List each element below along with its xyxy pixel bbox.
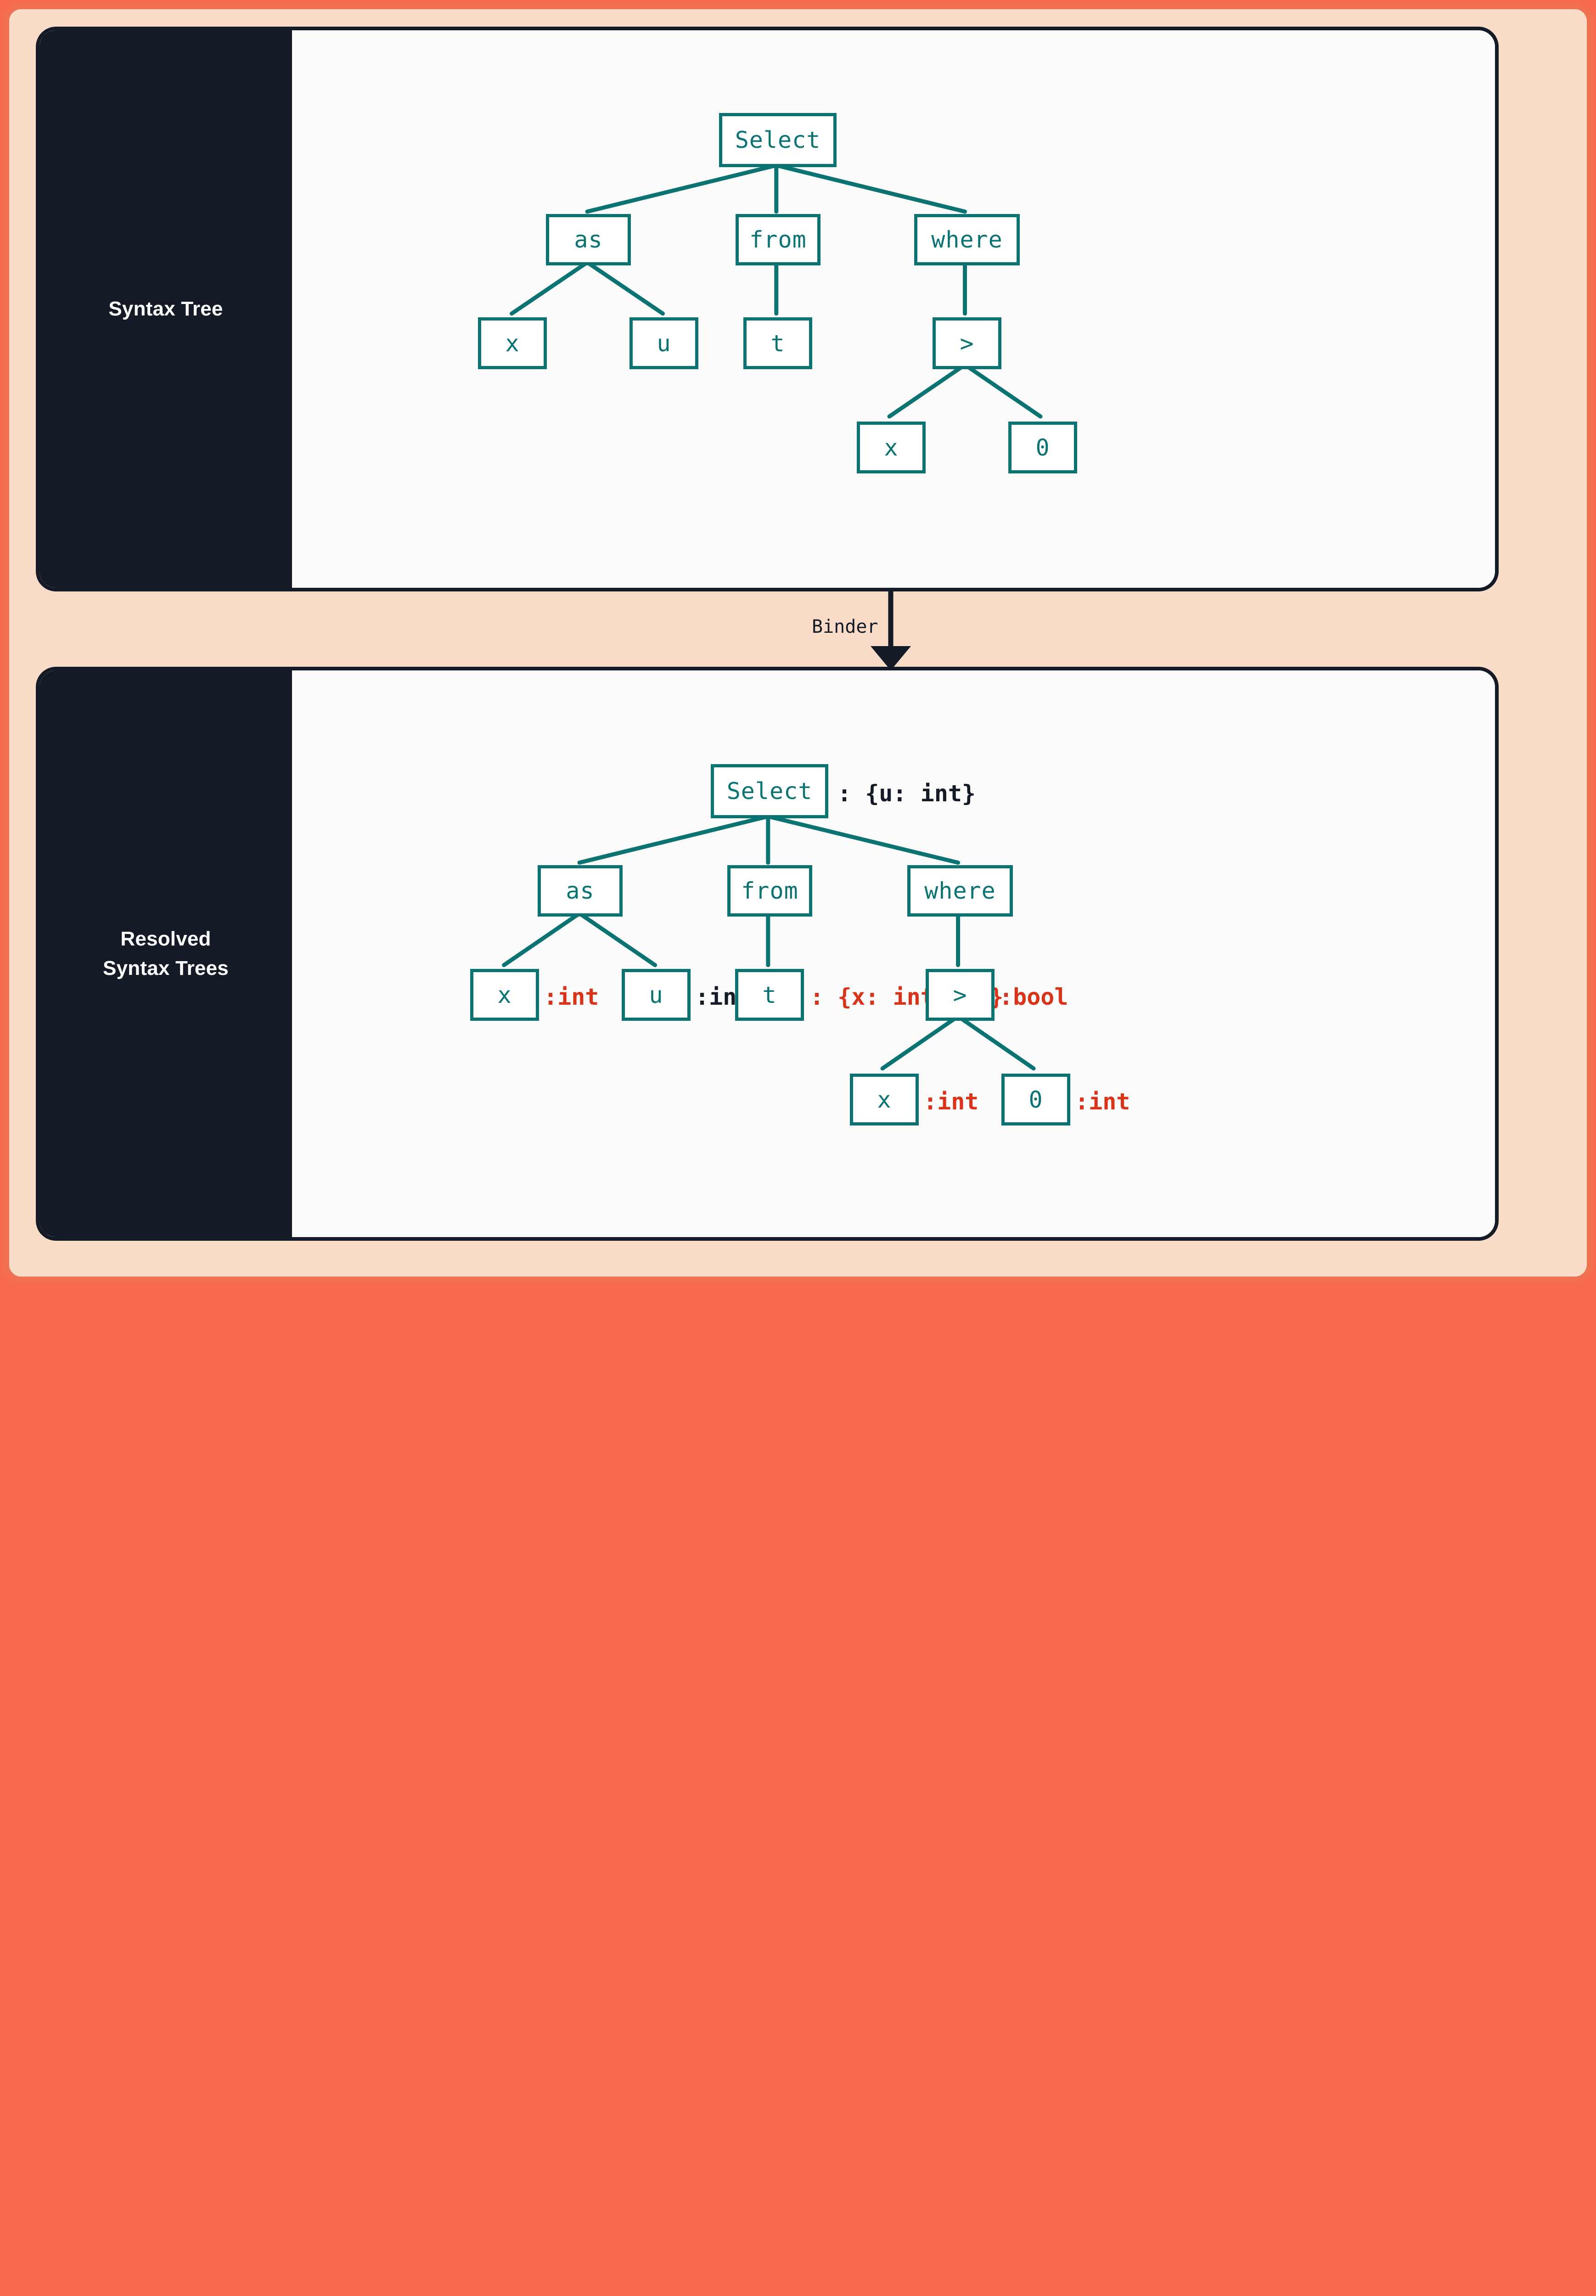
node-greater-than[interactable]: > <box>933 317 1001 369</box>
resolved-annotation-x-2: :int <box>923 1088 979 1115</box>
resolved-node-as[interactable]: as <box>538 865 623 917</box>
resolved-node-zero[interactable]: 0 <box>1001 1074 1070 1125</box>
resolved-node-x-2-text: x <box>877 1086 892 1113</box>
panel-resolved-syntax-trees-label: Resolved Syntax Trees <box>39 670 292 1237</box>
node-x-1-text: x <box>505 330 520 357</box>
resolved-node-t-text: t <box>762 981 777 1008</box>
panel-resolved-syntax-trees: Resolved Syntax Trees <box>36 667 1499 1241</box>
resolved-node-t[interactable]: t <box>735 969 804 1021</box>
resolved-node-x-2[interactable]: x <box>850 1074 919 1125</box>
node-x-2-text: x <box>884 434 899 461</box>
panel-syntax-tree-label: Syntax Tree <box>39 30 292 588</box>
node-where-text: where <box>931 226 1003 253</box>
resolved-node-u-text: u <box>649 981 663 1008</box>
node-t[interactable]: t <box>743 317 812 369</box>
node-x-2[interactable]: x <box>857 422 926 473</box>
resolved-tree-canvas: Select : {u: int} as from where x <box>292 670 1495 1237</box>
resolved-node-select-text: Select <box>726 778 813 805</box>
panel-syntax-tree-label-text: Syntax Tree <box>108 298 223 321</box>
footer-bar: Binders Resolve Names and Check Types <box>0 1281 1596 1385</box>
resolved-node-from[interactable]: from <box>727 865 812 917</box>
resolved-node-x-1[interactable]: x <box>470 969 539 1021</box>
node-u-text: u <box>657 330 671 357</box>
resolved-annotation-zero: :int <box>1075 1088 1130 1115</box>
node-as-text: as <box>574 226 603 253</box>
syntax-tree-canvas: Select as from where x u <box>292 30 1495 588</box>
binder-arrow-icon <box>871 590 911 670</box>
resolved-tree-graph: Select : {u: int} as from where x <box>292 670 1495 1237</box>
node-t-text: t <box>770 330 785 357</box>
node-zero[interactable]: 0 <box>1008 422 1077 473</box>
node-u[interactable]: u <box>629 317 698 369</box>
node-zero-text: 0 <box>1035 434 1050 461</box>
stage-frame: Syntax Tree <box>5 5 1591 1281</box>
node-select[interactable]: Select <box>719 113 837 167</box>
resolved-tree-edges <box>502 814 1036 1071</box>
node-greater-than-text: > <box>960 330 974 357</box>
resolved-annotation-select: : {u: int} <box>837 780 976 807</box>
resolved-node-zero-text: 0 <box>1028 1086 1043 1113</box>
node-from-text: from <box>749 226 807 253</box>
binder-label: Binder <box>812 616 878 637</box>
resolved-node-select[interactable]: Select <box>711 764 828 818</box>
resolved-node-from-text: from <box>741 878 798 904</box>
panel-resolved-label-line1: Resolved <box>120 928 211 951</box>
node-select-text: Select <box>735 127 821 153</box>
node-from[interactable]: from <box>736 214 820 265</box>
node-as[interactable]: as <box>546 214 631 265</box>
resolved-node-as-text: as <box>566 878 595 904</box>
resolved-annotation-greater-than: :bool <box>999 984 1068 1010</box>
resolved-node-u[interactable]: u <box>622 969 691 1021</box>
resolved-annotation-x-1: :int <box>544 984 599 1010</box>
resolved-node-where[interactable]: where <box>907 865 1013 917</box>
node-where[interactable]: where <box>914 214 1020 265</box>
panel-resolved-label-line2: Syntax Trees <box>103 957 229 979</box>
resolved-node-greater-than[interactable]: > <box>926 969 995 1021</box>
resolved-node-where-text: where <box>924 878 996 904</box>
resolved-node-x-1-text: x <box>497 981 512 1008</box>
syntax-tree-edges <box>510 163 1043 419</box>
node-x-1[interactable]: x <box>478 317 547 369</box>
slide-root: Syntax Tree <box>0 5 1596 1385</box>
syntax-tree-graph: Select as from where x u <box>292 30 1495 588</box>
resolved-node-greater-than-text: > <box>953 981 967 1008</box>
panel-syntax-tree: Syntax Tree <box>36 27 1499 591</box>
